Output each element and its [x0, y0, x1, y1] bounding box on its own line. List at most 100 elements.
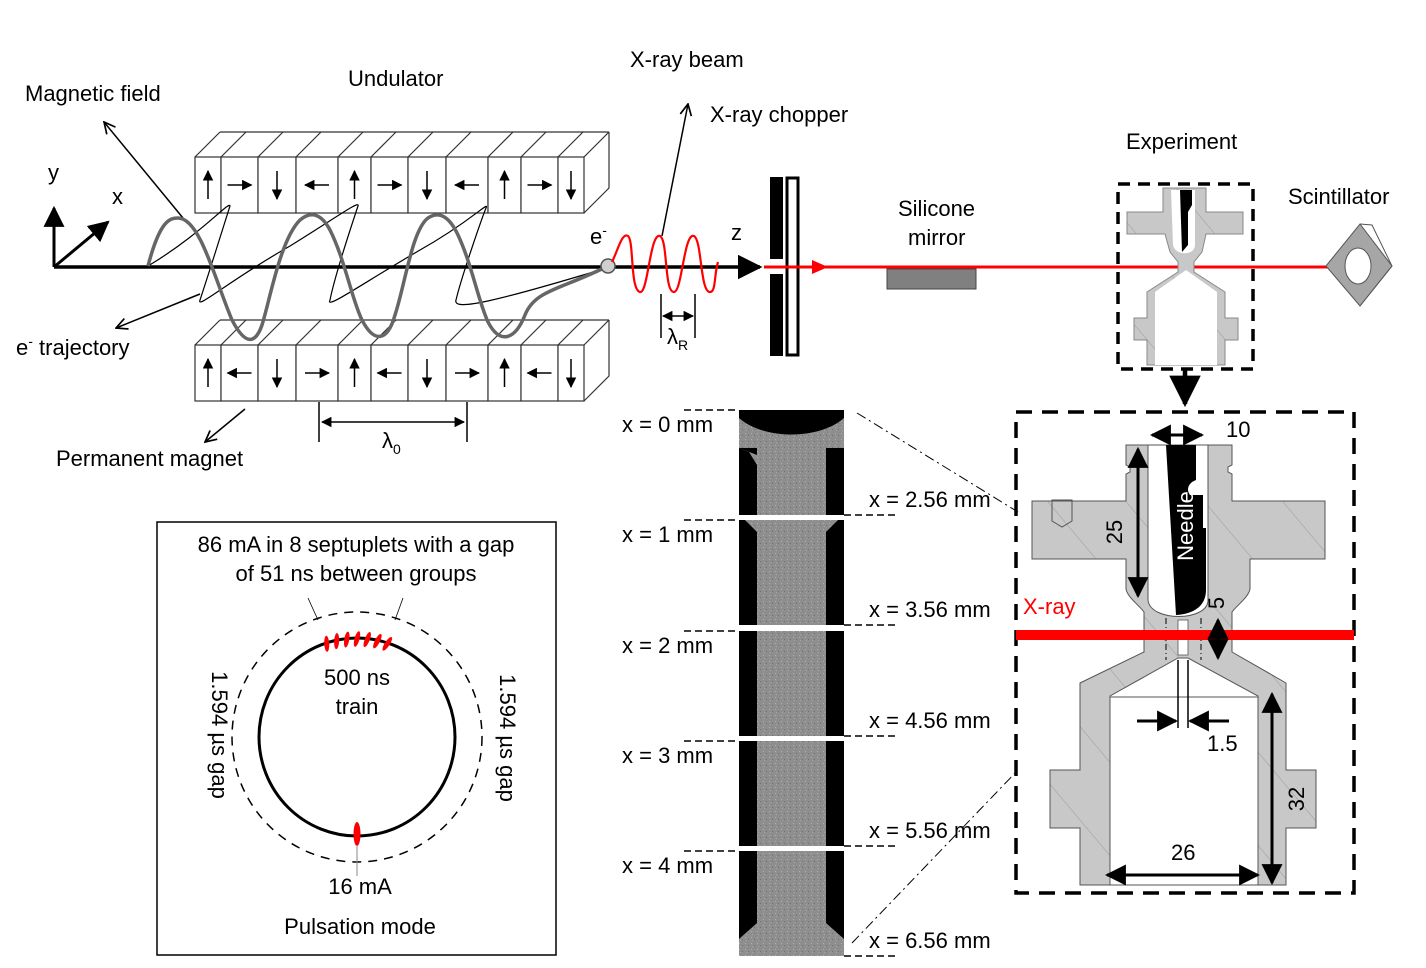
x-axis-arrow	[53, 220, 110, 269]
dim-chamber-height-label: 32	[1284, 787, 1309, 811]
chopper-blade-top	[770, 177, 783, 259]
image-frame: x = 2 mmx = 4.56 mm	[622, 630, 991, 737]
coordinate-axes: y x	[43, 160, 123, 269]
scintillator	[1325, 223, 1393, 307]
experiment-thumbnail	[1116, 182, 1255, 371]
undulator-title-text: Undulator	[348, 66, 443, 91]
trajectory-arrow	[116, 293, 201, 328]
electron-trajectory-spiral	[147, 204, 601, 306]
z-axis-label: z	[731, 220, 742, 245]
wavelength-label-sub: R	[678, 337, 688, 353]
xray-chopper-label: X-ray chopper	[710, 102, 848, 127]
electron-label: e-	[590, 222, 607, 249]
train-start-marker	[307, 597, 319, 621]
bottom-magnet-top-edge	[295, 319, 322, 346]
dim-needle-length-label: 25	[1102, 520, 1127, 544]
bottom-magnet-top-edge	[520, 319, 547, 346]
frame-left-label: x = 3 mm	[622, 743, 713, 768]
y-axis-label: y	[48, 160, 59, 185]
dim-top-width-label: 10	[1226, 417, 1250, 442]
period-label-lambda: λ	[382, 428, 393, 453]
top-magnet-top-edge	[370, 131, 397, 158]
mirror-label-line1: Silicone	[898, 196, 975, 221]
magnetic-field-arrow	[104, 122, 184, 219]
gap-label-left: 1.594 µs gap	[207, 671, 232, 799]
train-bunch	[373, 633, 382, 649]
electron-dot	[600, 258, 616, 274]
trajectory-label-rest: trajectory	[33, 335, 130, 360]
train-label-line2: train	[336, 694, 379, 719]
bottom-magnet-top-edge	[487, 319, 514, 346]
undulator-title: Undulator	[348, 66, 443, 91]
bottom-magnet-top-edge	[445, 319, 472, 346]
scintillator-edge	[1359, 223, 1393, 307]
top-magnet-top-edge	[407, 131, 434, 158]
frame-lower-flare	[739, 923, 844, 956]
nozzle-dashed-box	[1014, 410, 1356, 895]
nozzle-screw-hole	[1051, 499, 1073, 528]
top-magnet-top-edge	[445, 131, 472, 158]
pulsation-text-line2: of 51 ns between groups	[236, 561, 477, 586]
xray-wave	[611, 234, 720, 294]
experiment-cone	[1155, 270, 1217, 292]
single-bunch	[353, 822, 361, 846]
single-bunch-label: 16 mA	[328, 874, 392, 899]
xray-beam-detail	[1016, 630, 1354, 640]
projection-line-bottom	[851, 769, 1019, 944]
permanent-magnet-label: Permanent magnet	[56, 446, 243, 471]
train-bunch	[363, 632, 371, 648]
jet-region	[757, 631, 826, 736]
gap-label-right: 1.594 µs gap	[495, 674, 520, 802]
top-magnet-top-edge	[220, 131, 247, 158]
frame-corner	[739, 448, 757, 455]
frame-left-label: x = 4 mm	[622, 853, 713, 878]
pulsation-frame	[156, 521, 557, 956]
bottom-magnet-top-edge	[583, 319, 610, 346]
trajectory-label-e: e	[16, 335, 28, 360]
needle-label: Needle	[1173, 491, 1198, 561]
xray-beam-arrowhead	[812, 260, 828, 274]
top-magnet-top-edge	[257, 131, 284, 158]
mirror-label-line2: mirror	[908, 225, 965, 250]
bottom-magnet-top-edge	[337, 319, 364, 346]
x-axis-label: x	[112, 184, 123, 209]
bottom-magnet-top-edge	[407, 319, 434, 346]
bunch-train	[324, 631, 393, 652]
top-magnet-top-edge	[557, 131, 584, 158]
frame-right-label: x = 4.56 mm	[869, 708, 991, 733]
chopper-blade-bottom	[770, 274, 783, 356]
nozzle-detail: Needle X-ray 10 25 5 1.5 32 26	[1014, 410, 1356, 895]
top-magnet-side-face	[583, 132, 610, 214]
period-dimension: λ0	[318, 402, 468, 457]
train-bunch	[343, 631, 350, 648]
magnetic-field-label: Magnetic field	[25, 81, 161, 106]
electron-label-sup: -	[602, 222, 607, 238]
train-label-line1: 500 ns	[324, 665, 390, 690]
scintillator-label: Scintillator	[1288, 184, 1389, 209]
experiment-needle	[1180, 190, 1192, 252]
frame-corner	[826, 448, 844, 455]
pulsation-mode-panel: 86 mA in 8 septuplets with a gap of 51 n…	[156, 521, 557, 956]
frame-flare	[826, 520, 838, 532]
train-bunch	[353, 631, 361, 647]
wavelength-label: λR	[667, 324, 688, 353]
experiment-chamber	[1155, 292, 1217, 365]
bottom-magnet-top-edge	[557, 319, 584, 346]
dim-gap-label: 5	[1204, 597, 1229, 609]
projection-line-top	[856, 412, 1019, 513]
jet-region	[757, 520, 826, 625]
train-bunch	[382, 636, 393, 651]
bottom-magnet-top-edge	[220, 319, 247, 346]
top-magnet-top-edge	[337, 131, 364, 158]
scintillator-hole	[1344, 247, 1372, 285]
trajectory-label: e- trajectory	[16, 333, 130, 360]
needle	[1166, 445, 1206, 615]
top-magnet-top-edge	[487, 131, 514, 158]
wavelength-label-lambda: λ	[667, 324, 678, 349]
train-bunch	[334, 633, 340, 650]
top-magnet-top-edge	[194, 131, 221, 158]
pulsation-caption: Pulsation mode	[284, 914, 436, 939]
image-frame: x = 0 mmx = 2.56 mm	[622, 409, 991, 516]
frame-needle-tip	[739, 410, 844, 435]
silicone-mirror	[886, 268, 977, 290]
